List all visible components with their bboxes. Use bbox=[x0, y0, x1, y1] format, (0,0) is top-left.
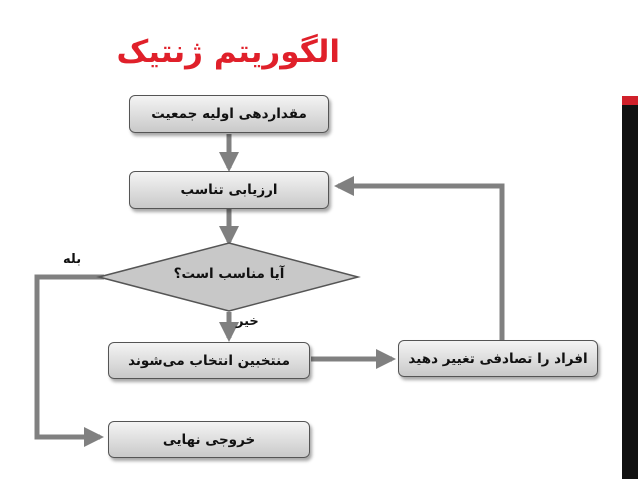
accent-dark-stripe bbox=[622, 105, 638, 479]
edge-label-no: خیر bbox=[236, 314, 259, 329]
slide-title: الگوریتم ژنتیک bbox=[116, 34, 340, 70]
node-fitness-evaluation: ارزیابی تناسب bbox=[129, 171, 329, 209]
decision-diamond bbox=[96, 242, 361, 312]
slide-accent-bar bbox=[622, 0, 638, 479]
node-init-population-label: مقداردهی اولیه جمعیت bbox=[151, 106, 307, 122]
accent-red-stripe bbox=[622, 96, 638, 105]
node-mutate: افراد را تصادفی تغییر دهید bbox=[398, 340, 598, 377]
edge-label-yes: بله bbox=[63, 252, 82, 267]
node-final-output: خروجی نهایی bbox=[108, 421, 310, 458]
decision-label: آیا مناسب است؟ bbox=[173, 266, 285, 282]
edge-mutate-to-fitness bbox=[334, 176, 505, 340]
node-final-output-label: خروجی نهایی bbox=[162, 431, 256, 448]
node-select: منتخبین انتخاب می‌شوند bbox=[108, 342, 310, 379]
node-mutate-label: افراد را تصادفی تغییر دهید bbox=[408, 350, 588, 367]
node-select-label: منتخبین انتخاب می‌شوند bbox=[128, 352, 290, 369]
edge-decision-to-output bbox=[34, 274, 104, 447]
node-fitness-evaluation-label: ارزیابی تناسب bbox=[180, 182, 278, 198]
node-init-population: مقداردهی اولیه جمعیت bbox=[129, 95, 329, 133]
